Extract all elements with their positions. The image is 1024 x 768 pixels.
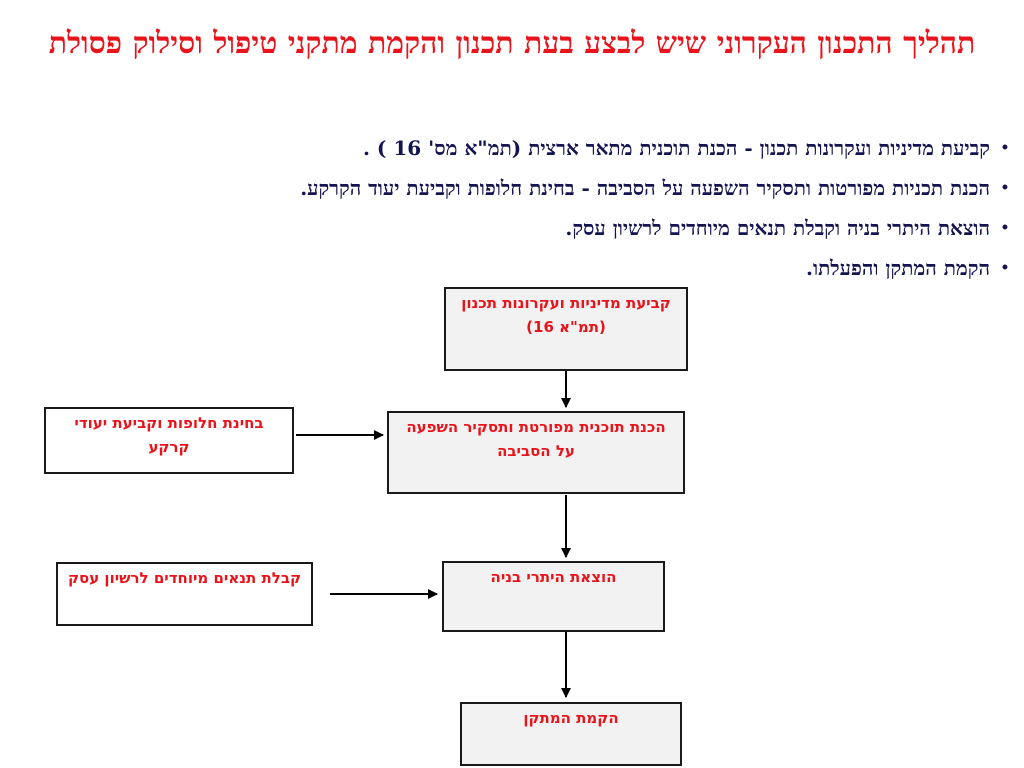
box-alternatives: בחינת חלופות וקביעת יעודי קרקע [44,407,294,474]
bullet-text: קביעת מדיניות ועקרונות תכנון - הכנת תוכנ… [362,136,990,160]
bullet-dot-icon: • [1000,220,1010,236]
box-policy: קביעת מדיניות ועקרונות תכנון (תמ"א 16) [444,287,688,371]
bullet-item: • הוצאת היתרי בניה וקבלת תנאים מיוחדים לר… [20,208,1012,248]
box-permits: הוצאת היתרי בניה [442,561,665,632]
bullet-text: הכנת תכניות מפורטות ותסקיר השפעה על הסבי… [300,176,990,200]
bullet-dot-icon: • [1000,140,1010,156]
bullet-list: • קביעת מדיניות ועקרונות תכנון - הכנת תוכ… [20,128,1012,288]
bullet-dot-icon: • [1000,180,1010,196]
bullet-item: • הכנת תכניות מפורטות ותסקיר השפעה על הסב… [20,168,1012,208]
box-construction: הקמת המתקן [460,702,682,766]
bullet-dot-icon: • [1000,260,1010,276]
bullet-text: הקמת המתקן והפעלתו. [806,256,990,280]
bullet-item: • קביעת מדיניות ועקרונות תכנון - הכנת תוכ… [20,128,1012,168]
box-special-conditions: קבלת תנאים מיוחדים לרשיון עסק [56,562,313,626]
bullet-item: • הקמת המתקן והפעלתו. [20,248,1012,288]
bullet-text: הוצאת היתרי בניה וקבלת תנאים מיוחדים לרש… [565,216,990,240]
box-detailed-plan: הכנת תוכנית מפורטת ותסקיר השפעה על הסביב… [387,411,685,494]
slide-title: תהליך התכנון העקרוני שיש לבצע בעת תכנון … [48,26,976,61]
